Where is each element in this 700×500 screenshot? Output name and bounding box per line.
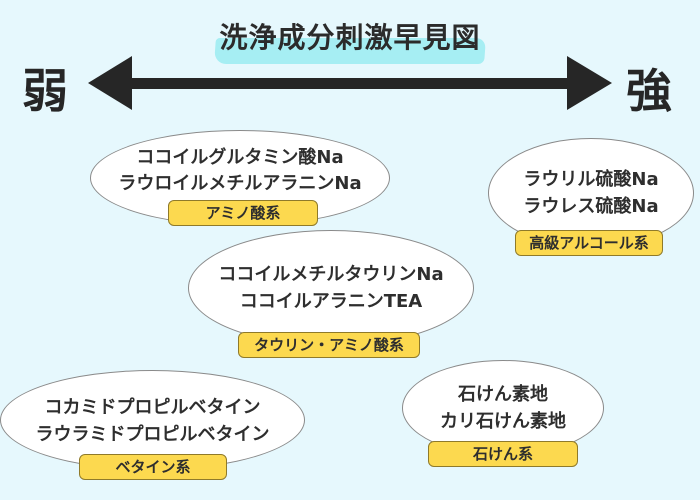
strong-label: 強 bbox=[626, 64, 672, 118]
ingredient-bubble bbox=[188, 230, 474, 346]
category-tag: 高級アルコール系 bbox=[515, 230, 663, 256]
ingredient-name: カリ石けん素地 bbox=[440, 411, 566, 432]
category-tag: タウリン・アミノ酸系 bbox=[238, 332, 420, 358]
ingredient-name: ココイルメチルタウリンNa bbox=[218, 264, 444, 285]
category-tag: ベタイン系 bbox=[79, 454, 227, 480]
ingredient-name: ココイルアラニンTEA bbox=[239, 291, 423, 312]
ingredient-name: 石けん素地 bbox=[458, 384, 548, 405]
page-title: 洗浄成分刺激早見図 bbox=[219, 21, 481, 54]
weak-label: 弱 bbox=[22, 64, 68, 118]
ingredient-name: ラウラミドプロピルベタイン bbox=[35, 424, 270, 445]
ingredient-name: ラウレス硫酸Na bbox=[523, 196, 659, 217]
arrow-head-left-icon bbox=[88, 56, 132, 110]
category-tag: アミノ酸系 bbox=[168, 200, 318, 226]
category-tag: 石けん系 bbox=[428, 441, 578, 467]
arrow-head-right-icon bbox=[567, 56, 612, 110]
ingredient-name: コカミドプロピルベタイン bbox=[44, 397, 261, 418]
ingredient-bubble bbox=[402, 360, 604, 456]
ingredient-name: ココイルグルタミン酸Na bbox=[136, 147, 344, 168]
ingredient-name: ラウロイルメチルアラニンNa bbox=[118, 173, 362, 194]
arrow-shaft bbox=[128, 78, 570, 89]
ingredient-name: ラウリル硫酸Na bbox=[523, 169, 659, 190]
